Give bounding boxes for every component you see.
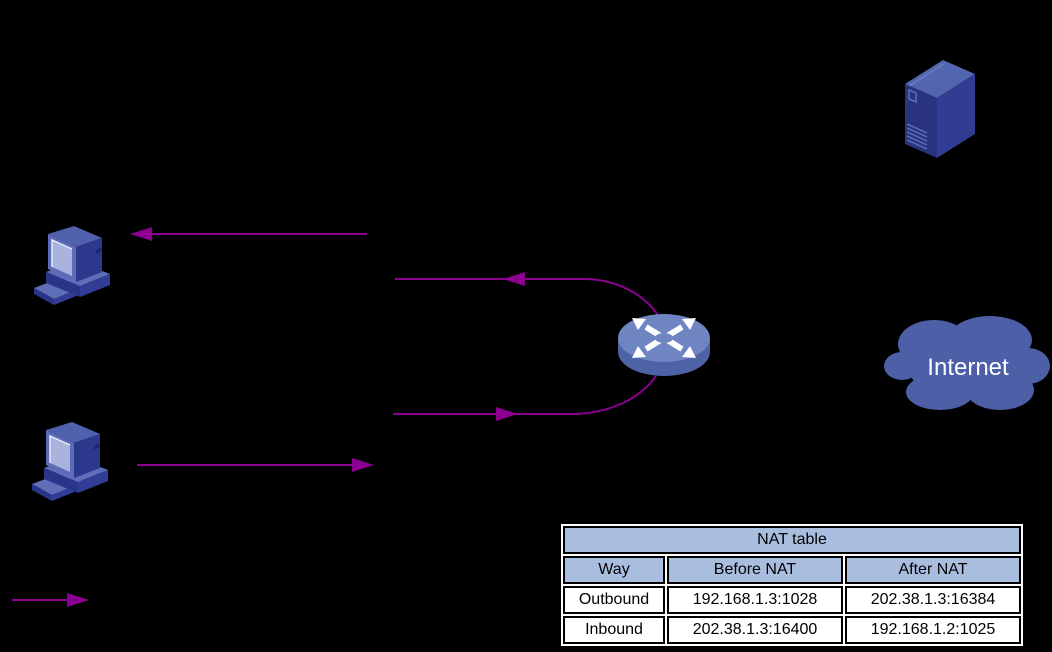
cell-before-nat: 192.168.1.3:1028	[667, 586, 843, 614]
arrow-to-host-a	[130, 227, 367, 241]
cell-way: Inbound	[563, 616, 665, 644]
table-row-outbound: Outbound 192.168.1.3:1028 202.38.1.3:163…	[563, 586, 1022, 614]
col-header-before-nat: Before NAT	[667, 556, 843, 584]
router-icon	[618, 314, 710, 376]
nat-table: NAT table Way Before NAT After NAT Outbo…	[561, 524, 1024, 646]
computer-icon-host-b	[31, 421, 109, 502]
legend-arrow	[12, 593, 89, 607]
nat-table-title: NAT table	[563, 526, 1022, 554]
server-icon	[905, 60, 975, 158]
internet-label: Internet	[927, 354, 1009, 381]
flow-arrows	[12, 227, 661, 607]
nat-table-title-row: NAT table	[563, 526, 1022, 554]
cell-after-nat: 202.38.1.3:16384	[845, 586, 1022, 614]
internet-cloud: Internet	[884, 316, 1050, 410]
col-header-after-nat: After NAT	[845, 556, 1022, 584]
cloud-icon	[884, 316, 1050, 410]
cell-way: Outbound	[563, 586, 665, 614]
arrow-from-host-b	[137, 458, 374, 472]
col-header-way: Way	[563, 556, 665, 584]
computer-icon-host-a	[33, 225, 111, 306]
arrow-to-router-outbound	[393, 375, 657, 421]
nat-table-header-row: Way Before NAT After NAT	[563, 556, 1022, 584]
cell-after-nat: 192.168.1.2:1025	[845, 616, 1022, 644]
table-row-inbound: Inbound 202.38.1.3:16400 192.168.1.2:102…	[563, 616, 1022, 644]
cell-before-nat: 202.38.1.3:16400	[667, 616, 843, 644]
arrow-from-router-inbound	[395, 272, 661, 319]
